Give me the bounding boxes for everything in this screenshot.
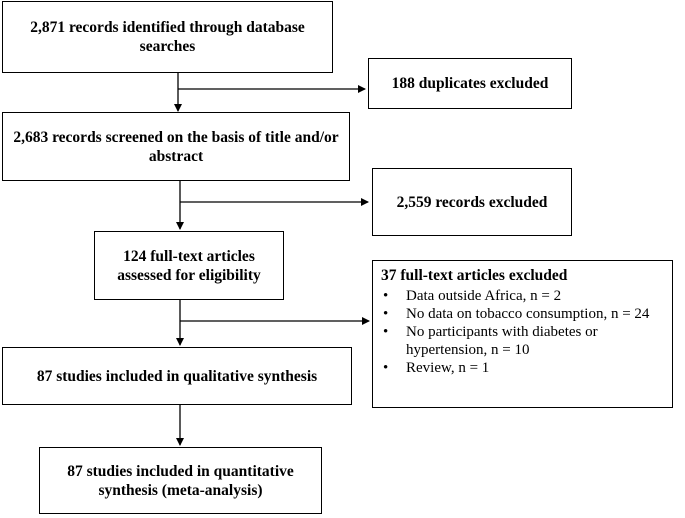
qualitative-synthesis-text: 87 studies included in qualitative synth… (36, 367, 318, 385)
fulltext-assessed-box: 124 full-text articles assessed for elig… (94, 231, 284, 300)
records-excluded-text: 2,559 records excluded (396, 193, 548, 211)
exclusion-reason-item: Data outside Africa, n = 2 (381, 287, 664, 305)
duplicates-excluded-box: 188 duplicates excluded (368, 58, 572, 109)
exclusion-reason-item: No participants with diabetes or hyperte… (381, 323, 664, 359)
exclusion-reason-item: Review, n = 1 (381, 359, 664, 377)
fulltext-assessed-text: 124 full-text articles assessed for elig… (117, 247, 261, 284)
exclusion-reason-item: No data on tobacco consumption, n = 24 (381, 305, 664, 323)
records-screened-box: 2,683 records screened on the basis of t… (2, 112, 350, 181)
qualitative-synthesis-box: 87 studies included in qualitative synth… (2, 347, 352, 405)
records-identified-text: 2,871 records identified through databas… (30, 19, 305, 55)
records-screened-text: 2,683 records screened on the basis of t… (13, 128, 339, 165)
records-excluded-box: 2,559 records excluded (372, 168, 572, 236)
fulltext-excluded-title: 37 full-text articles excluded (381, 267, 568, 284)
duplicates-excluded-text: 188 duplicates excluded (391, 75, 549, 92)
quantitative-synthesis-text: 87 studies included in quantitative synt… (67, 462, 294, 499)
quantitative-synthesis-box: 87 studies included in quantitative synt… (39, 447, 322, 514)
records-identified-box: 2,871 records identified through databas… (2, 1, 333, 73)
exclusion-reasons-list: Data outside Africa, n = 2 No data on to… (381, 287, 664, 377)
fulltext-excluded-box: 37 full-text articles excluded Data outs… (372, 260, 673, 408)
